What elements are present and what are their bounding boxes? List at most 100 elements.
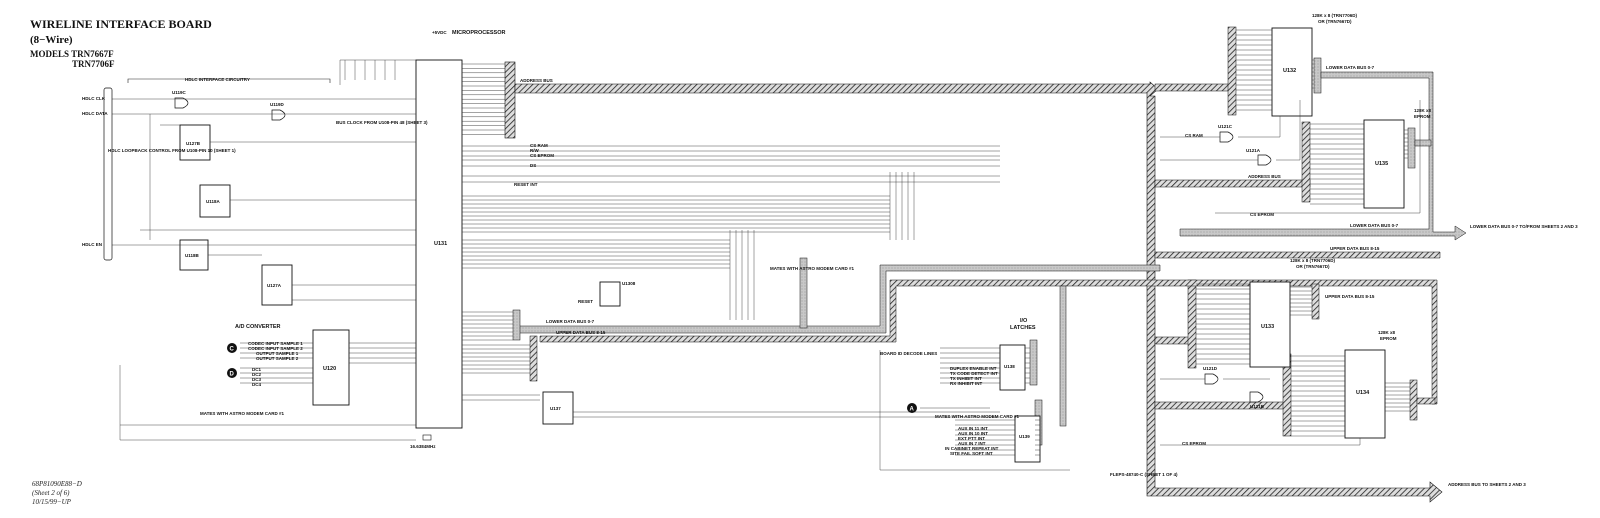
connector-p101[interactable] (103, 87, 113, 261)
address-bus (504, 26, 1443, 503)
codec-in1-label: CODEC INPUT SAMPLE 1 (248, 341, 303, 346)
out2-label: OUTPUT SAMPLE 2 (256, 356, 299, 361)
duplex-label: DUPLEX ENABLE INT (950, 366, 997, 371)
dc2-label: DC2 (252, 372, 261, 377)
reset-int-label: RESET INT (514, 182, 538, 187)
u132-sub: OR (TRN7667D) (1318, 19, 1352, 24)
lower-data-bus-label-2: LOWER DATA BUS 0-7 (1350, 223, 1399, 228)
tx-code-label: TX CODE DETECT INT (950, 371, 998, 376)
cs-ram-label-2: CS RAM (1185, 133, 1203, 138)
title-line-2: (8−Wire) (30, 34, 73, 46)
svg-text:U118B: U118B (185, 253, 200, 258)
ad-converter-label: A/D CONVERTER (235, 324, 281, 330)
u135-sub: EPROM (1414, 114, 1431, 119)
ext-ptt-label: EXT PTT INT (958, 436, 985, 441)
chip-u118b: U118B (179, 239, 209, 271)
chip-u1308: U1308 (599, 281, 636, 307)
gate-u121c: U121C (1218, 124, 1234, 143)
title-line-1: WIRELINE INTERFACE BOARD (30, 17, 212, 31)
upper-data-bus-label: UPPER DATA BUS 8-15 (1330, 246, 1380, 251)
latch-u139: U139 (1014, 415, 1041, 463)
svg-text:U135: U135 (1375, 161, 1388, 167)
svg-text:U138: U138 (1004, 364, 1015, 369)
svg-text:U127A: U127A (267, 283, 282, 288)
crystal-label: 16.6384MHz (410, 444, 436, 449)
address-bus-label-2: ADDRESS BUS (1248, 174, 1281, 179)
dc1-label: DC1 (252, 367, 261, 372)
codec-in2-label: CODEC INPUT SAMPLE 2 (248, 346, 303, 351)
tx-inhibit-label: TX INHIBIT INT (950, 376, 982, 381)
rx-inhibit-label: RX INHIBIT INT (950, 381, 983, 386)
u132-title: 128K x 8 (TRN7706D) (1312, 13, 1358, 18)
u134-sub: EPROM (1380, 336, 1397, 341)
svg-text:C: C (230, 347, 235, 353)
io-latches-label-1: I/O (1020, 318, 1028, 324)
reference-label: FLEPS-48740-C (SHEET 1 OF 4) (1110, 472, 1178, 477)
latch-u138: U138 (999, 344, 1026, 391)
aux10-label: AUX IN 10 INT (958, 431, 988, 436)
gate-u121d: U121D (1203, 366, 1219, 385)
reset-label: RESET (578, 299, 593, 304)
microprocessor-u131: U131 (415, 59, 463, 429)
wiring (112, 29, 1421, 471)
upper-data-bus-label-3: UPPER DATA BUS 8-15 (556, 330, 606, 335)
flipflop-u127b: U127B (179, 124, 211, 161)
cs-eprom-label-2: CS EPROM (1250, 212, 1274, 217)
svg-text:U1308: U1308 (622, 281, 636, 286)
chip-u137: U137 (542, 391, 574, 425)
svg-text:U139: U139 (1019, 434, 1030, 439)
svg-text:U118A: U118A (206, 199, 221, 204)
rw-label: R/W (530, 148, 540, 153)
svg-text:U119C: U119C (172, 90, 187, 95)
lower-data-bus (512, 57, 1467, 341)
lower-data-bus-label: LOWER DATA BUS 0-7 (1326, 65, 1375, 70)
u133-title: 128K x 8 (TRN7706D) (1290, 258, 1336, 263)
svg-text:U121C: U121C (1218, 124, 1233, 129)
svg-text:U121D: U121D (1203, 366, 1218, 371)
lower-data-bus-label-3: LOWER DATA BUS 0-7 (546, 319, 595, 324)
svg-text:U133: U133 (1261, 324, 1274, 330)
gate-u119d: U119D (270, 102, 286, 121)
cs-eprom-label: CS EPROM (530, 153, 554, 158)
io-latches-label-2: LATCHES (1010, 325, 1036, 331)
svg-text:U120: U120 (323, 366, 336, 372)
doc-date: 10/15/99−UP (32, 498, 72, 506)
connector-c[interactable]: C (227, 343, 237, 353)
chip-u118a: U118A (199, 184, 231, 218)
site-fail-label: SITE FAIL SOFT INT (950, 451, 993, 456)
out1-label: OUTPUT SAMPLE 1 (256, 351, 299, 356)
hdlc-section-label: HDLC INTERFACE CIRCUITRY (185, 77, 250, 82)
bus-clock-label: BUS CLOCK FROM U108-PIN 48 (SHEET 3) (336, 120, 428, 125)
svg-text:D: D (230, 372, 235, 378)
eprom-u135: U135 (1363, 119, 1405, 209)
hdlc-en-label: HDLC EN (82, 242, 102, 247)
title-line-4: TRN7706F (72, 59, 115, 69)
gate-u119c: U119C (172, 90, 189, 109)
svg-text:U134: U134 (1356, 390, 1370, 396)
dc3-label: DC3 (252, 377, 261, 382)
upper-data-bus-label-2: UPPER DATA BUS 8-15 (1325, 294, 1375, 299)
hdlc-loopback-label: HDLC LOOPBACK CONTROL FROM U108-PIN 10 (… (108, 148, 236, 153)
doc-part-number: 68P81090E88−D (32, 480, 82, 488)
aux7-label: AUX IN 7 INT (958, 441, 986, 446)
svg-text:U132: U132 (1283, 68, 1296, 74)
svg-text:U137: U137 (550, 406, 561, 411)
ad-converter-u120: U120 (312, 329, 350, 406)
u135-title: 128K x8 (1414, 108, 1432, 113)
connector-d[interactable]: D (227, 368, 237, 378)
title-line-3: MODELS TRN7667F (30, 49, 114, 59)
hdlc-clk-label: HDLC CLK (82, 96, 106, 101)
dc4-label: DC4 (252, 382, 261, 387)
gate-u121b: U121B (1249, 391, 1265, 409)
microprocessor-label: MICROPROCESSOR (452, 30, 506, 36)
address-bus-label: ADDRESS BUS (520, 78, 553, 83)
connector-a[interactable]: A (907, 403, 917, 413)
svg-text:U127B: U127B (186, 141, 201, 146)
board-id-label: BOARD ID DECODE LINES (880, 351, 937, 356)
ram-u132: U132 (1271, 27, 1313, 117)
flipflop-u127a: U127A (261, 264, 293, 306)
mates-astro-label-2: MATES WITH ASTRO MODEM CARD #1 (770, 266, 854, 271)
cs-ram-label: CS RAM (530, 143, 548, 148)
cs-eprom-label-3: CS EPROM (1182, 441, 1206, 446)
svg-text:U131: U131 (434, 241, 447, 247)
